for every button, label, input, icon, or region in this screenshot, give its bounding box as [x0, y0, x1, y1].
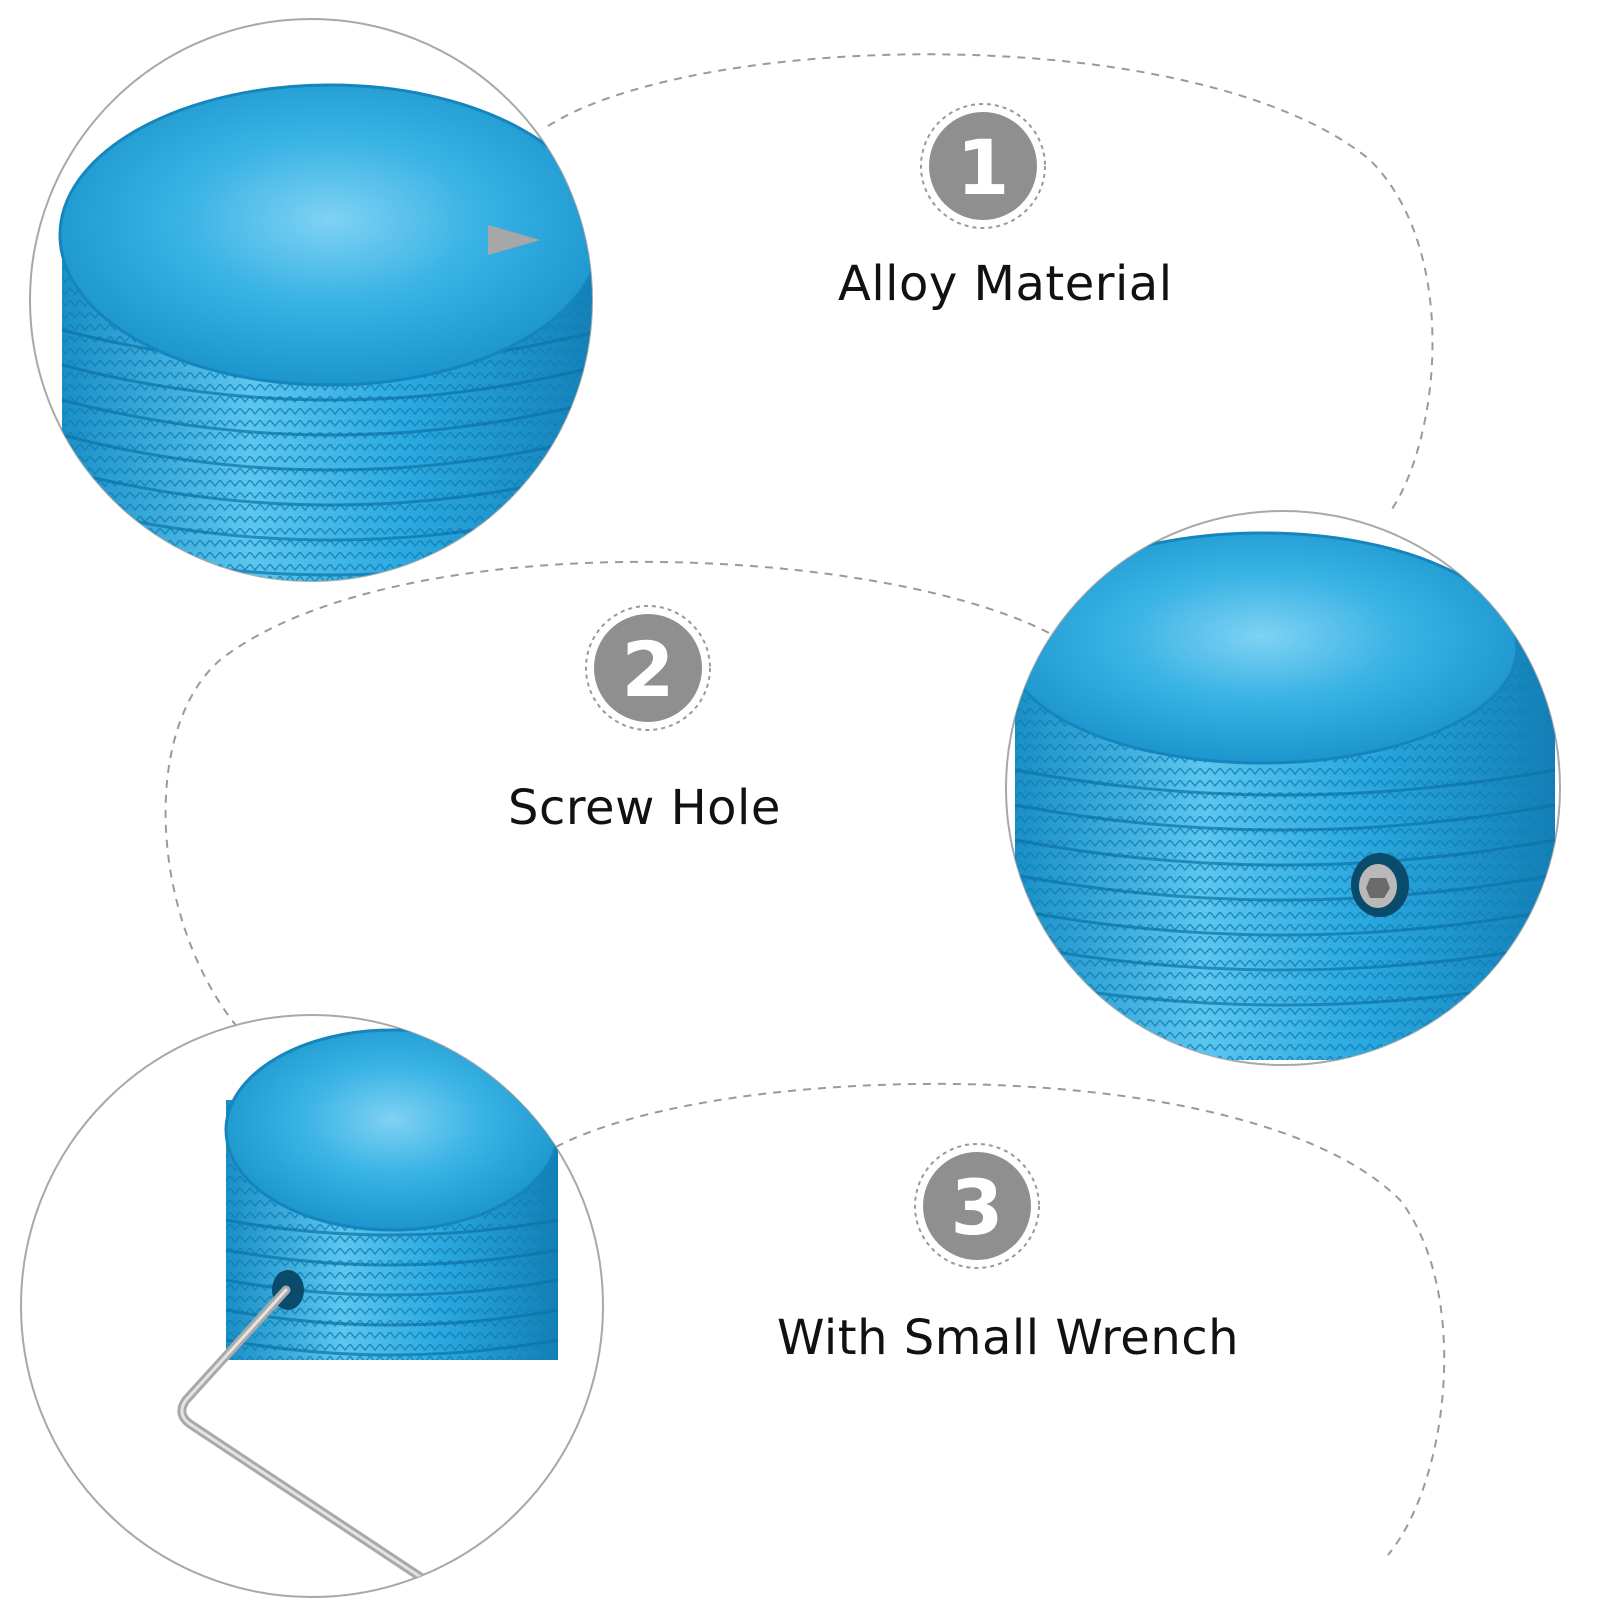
- feature-label-alloy-material: Alloy Material: [838, 256, 1173, 312]
- knob-closeup-top: [29, 18, 593, 582]
- dashed-curve-3: [555, 1082, 1446, 1556]
- badge-number: 2: [622, 625, 675, 714]
- badge-number: 3: [951, 1163, 1004, 1252]
- badge-2: 2: [585, 605, 711, 731]
- feature-label-screw-hole: Screw Hole: [508, 780, 781, 836]
- badge-1: 1: [920, 103, 1046, 229]
- dashed-curve-2: [164, 560, 1063, 1029]
- triangle-pointer-icon: [488, 225, 540, 255]
- badge-number: 1: [957, 123, 1010, 212]
- knob-closeup-screw-hole: [1005, 510, 1561, 1066]
- feature-label-small-wrench: With Small Wrench: [777, 1310, 1240, 1366]
- badge-3: 3: [914, 1143, 1040, 1269]
- knob-closeup-wrench: [20, 1014, 604, 1598]
